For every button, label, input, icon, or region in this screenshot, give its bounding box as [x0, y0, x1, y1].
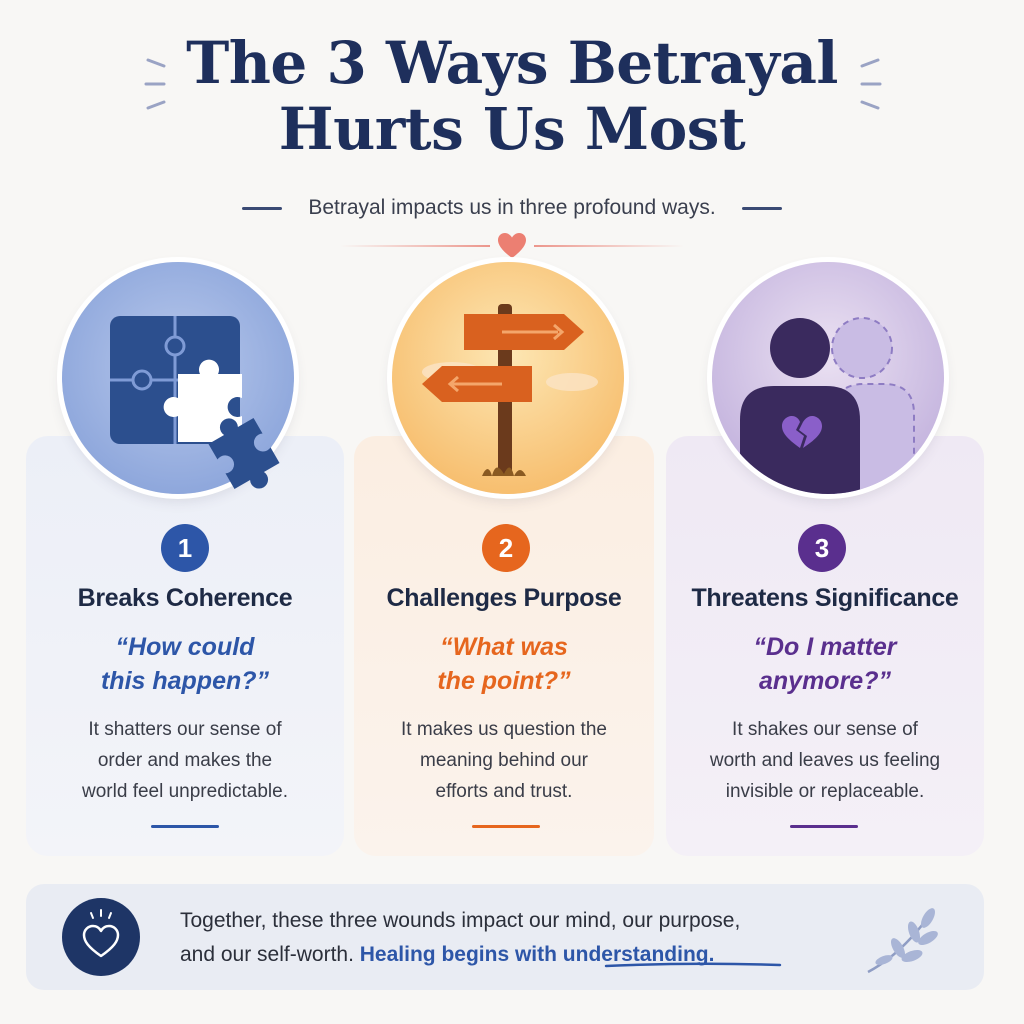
- person-illustration: [712, 262, 944, 494]
- card-2-body: It makes us question the meaning behind …: [354, 714, 654, 807]
- card-3-quote-line-2: anymore?”: [759, 667, 891, 695]
- footer-highlight: Healing begins with understanding.: [359, 943, 715, 966]
- card-2-body-line-1: It makes us question the: [401, 719, 607, 740]
- divider-line-right: [534, 245, 684, 247]
- card-2-underline: [472, 825, 540, 828]
- card-3-quote: “Do I matter anymore?”: [666, 630, 984, 698]
- card-1-body-line-3: world feel unpredictable.: [82, 781, 288, 802]
- puzzle-piece-icon: [208, 417, 280, 489]
- card-significance: [666, 436, 984, 856]
- broken-heart-person-icon: [740, 317, 915, 494]
- card-1-quote: “How could this happen?”: [26, 630, 344, 698]
- card-1-number: 1: [161, 524, 209, 572]
- card-3-underline: [790, 825, 858, 828]
- card-3-quote-line-1: “Do I matter: [753, 633, 897, 661]
- footer-text-line-2-wrap: and our self-worth. Healing begins with …: [180, 938, 870, 972]
- card-1-quote-line-1: “How could: [115, 633, 255, 661]
- footer-text: Together, these three wounds impact our …: [180, 904, 870, 972]
- card-2-quote-line-2: the point?”: [437, 667, 571, 695]
- card-2-body-line-2: meaning behind our: [420, 750, 588, 771]
- sparkle-right-icon: [860, 58, 882, 110]
- card-1-body-line-1: It shatters our sense of: [88, 719, 282, 740]
- sparkle-left-icon: [144, 58, 166, 110]
- card-purpose: [354, 436, 654, 856]
- card-1-body-line-2: order and makes the: [97, 750, 273, 771]
- leaf-sprig-icon: [867, 908, 938, 974]
- card-3-body: It shakes our sense of worth and leaves …: [666, 714, 984, 807]
- subtitle-dash-right: [741, 206, 782, 210]
- card-2-quote-line-1: “What was: [440, 633, 568, 661]
- heart-icon: [498, 233, 526, 258]
- card-2-body-line-3: efforts and trust.: [435, 781, 573, 802]
- card-coherence: [26, 436, 344, 856]
- card-1-body: It shatters our sense of order and makes…: [26, 714, 344, 807]
- footer-icon-circle: [62, 898, 140, 976]
- card-1-title: Breaks Coherence: [77, 584, 293, 612]
- subtitle-dash-left: [242, 206, 283, 210]
- title-line-2: Hurts Us Most: [278, 95, 746, 163]
- footer-banner: Together, these three wounds impact our …: [26, 884, 984, 990]
- footer-text-line-1: Together, these three wounds impact our …: [180, 909, 741, 932]
- card-2-number: 2: [482, 524, 530, 572]
- card-3-number: 3: [798, 524, 846, 572]
- card-2-title: Challenges Purpose: [386, 584, 622, 612]
- heart-divider: [320, 232, 704, 262]
- card-2-quote: “What was the point?”: [354, 630, 654, 698]
- signpost-illustration: [392, 262, 624, 494]
- title-line-1: The 3 Ways Betrayal: [186, 29, 838, 97]
- card-1-underline: [151, 825, 219, 828]
- card-3-body-line-1: It shakes our sense of: [732, 719, 918, 740]
- signpost-icon: [422, 304, 598, 476]
- card-3-body-line-2: worth and leaves us feeling: [709, 750, 941, 771]
- card-3-body-line-3: invisible or replaceable.: [725, 781, 925, 802]
- page-title: The 3 Ways Betrayal Hurts Us Most: [0, 30, 1024, 162]
- card-1-quote-line-2: this happen?”: [100, 667, 270, 695]
- highlight-underline: [604, 962, 782, 968]
- heart-glow-icon: [82, 909, 120, 958]
- subtitle-row: Betrayal impacts us in three profound wa…: [0, 196, 1024, 220]
- subtitle: Betrayal impacts us in three profound wa…: [308, 196, 716, 219]
- card-3-title: Threatens Significance: [691, 584, 959, 612]
- footer-text-line-2: and our self-worth.: [180, 943, 354, 966]
- divider-line-left: [340, 245, 490, 247]
